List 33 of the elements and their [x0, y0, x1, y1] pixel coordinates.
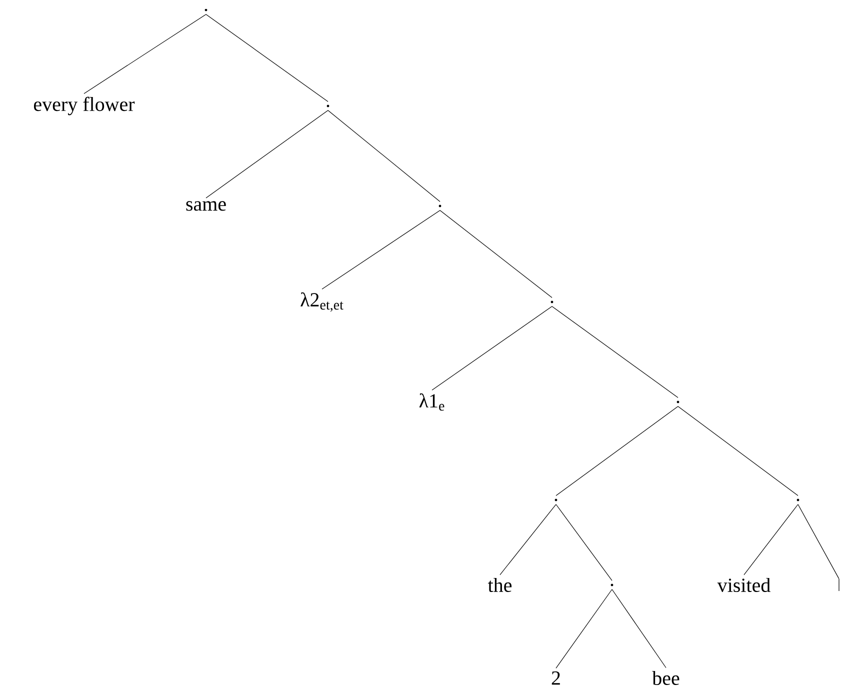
tree-node-label: λ1$_{e}$: [419, 393, 444, 411]
tree-node-label: every flower: [34, 96, 135, 116]
tree-node-label: .: [676, 400, 680, 404]
tree-node-label: .: [610, 584, 614, 586]
tree-branch: [556, 589, 612, 668]
tree-node-label: .: [554, 498, 558, 502]
tree-branch: [798, 504, 840, 580]
tree-node-label: the: [488, 578, 512, 592]
tree-branch: [432, 306, 552, 390]
tree-branch: [678, 406, 798, 496]
tree-branch: [328, 110, 440, 202]
tree-node-label: .: [326, 104, 330, 108]
tree-node-label: .: [204, 8, 208, 12]
tree-node-label: visited: [717, 578, 770, 592]
tree-node-label: λ2$_{et,et}$: [300, 292, 344, 312]
tree-branch: [206, 14, 328, 102]
tree-node-label: same: [186, 201, 226, 211]
tree-branch: [744, 504, 798, 576]
tree-branch: [84, 14, 206, 94]
cut-off-mark: [838, 579, 840, 591]
tree-node-label: bee: [652, 670, 680, 686]
tree-branch: [552, 306, 678, 398]
tree-branch: [206, 110, 328, 198]
tree-node-label: .: [438, 204, 442, 208]
tree-branch: [440, 210, 552, 298]
tree-node-label: .: [796, 498, 800, 502]
tree-branch: [556, 406, 678, 496]
tree-branch: [612, 589, 666, 668]
tree-branch: [556, 504, 612, 581]
tree-node-label: .: [550, 300, 554, 304]
tree-branch: [500, 504, 556, 576]
tree-branch: [322, 210, 440, 290]
tree-node-label: 2: [552, 671, 560, 685]
